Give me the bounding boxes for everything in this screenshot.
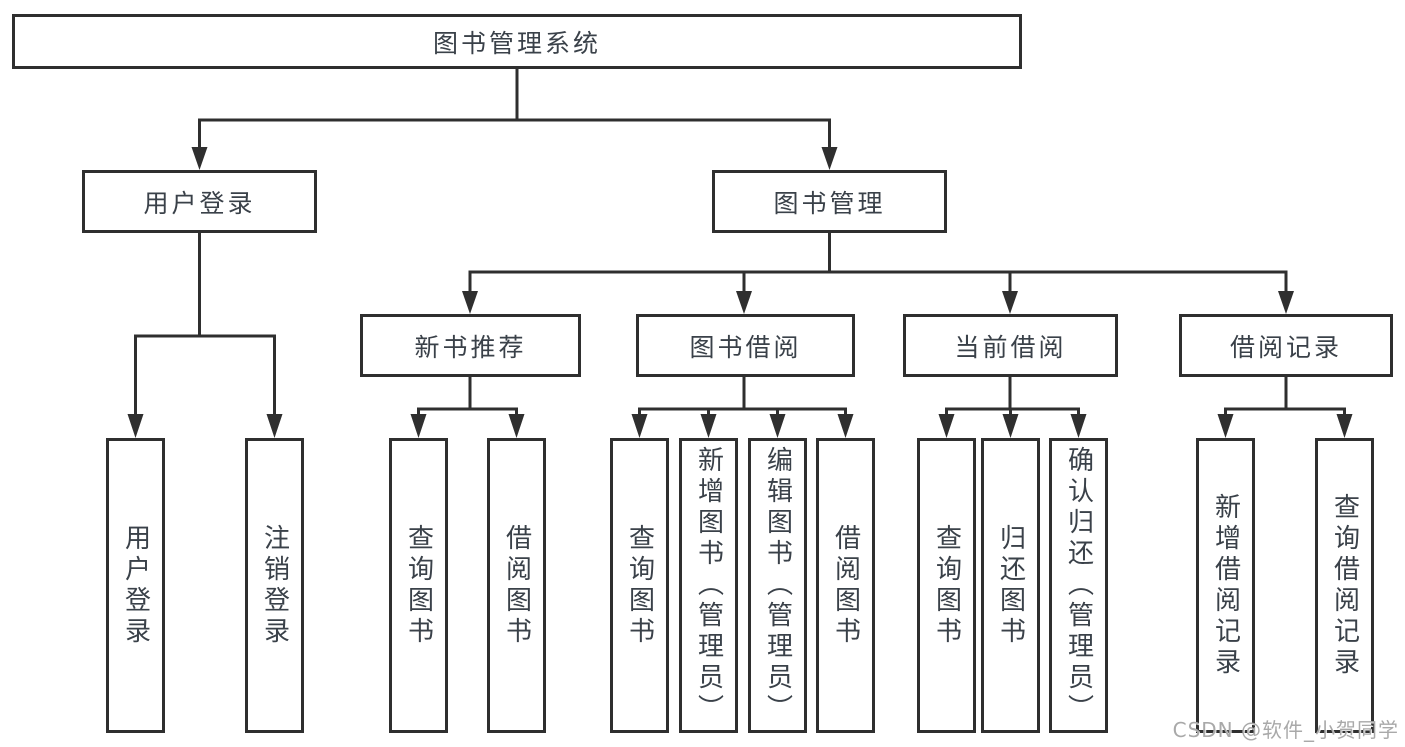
node-add-book-admin: 新增图书（管理员） <box>679 438 738 733</box>
node-user-login: 用户登录 <box>82 170 317 233</box>
arrow-icon <box>769 414 786 438</box>
arrow-icon <box>837 414 854 438</box>
node-confirm-return-admin: 确认归还（管理员） <box>1049 438 1108 733</box>
node-book-borrowing: 图书借阅 <box>636 314 855 377</box>
arrow-icon <box>736 291 752 314</box>
node-return-books: 归还图书 <box>981 438 1040 733</box>
arrow-icon <box>821 147 838 170</box>
node-borrowing-records: 借阅记录 <box>1179 314 1393 377</box>
arrow-icon <box>191 147 208 170</box>
arrow-icon <box>127 414 144 438</box>
node-query-books-recommend: 查询图书 <box>389 438 448 733</box>
node-new-book-recommendation: 新书推荐 <box>360 314 581 377</box>
node-book-management: 图书管理 <box>712 170 947 233</box>
arrow-icon <box>410 414 427 438</box>
arrow-icon <box>1278 291 1294 314</box>
node-current-borrowing: 当前借阅 <box>903 314 1118 377</box>
arrow-icon <box>1217 414 1234 438</box>
arrow-icon <box>700 414 717 438</box>
arrow-icon <box>508 414 525 438</box>
node-query-books-borrow: 查询图书 <box>610 438 669 733</box>
arrow-icon <box>1070 414 1087 438</box>
node-logout: 注销登录 <box>245 438 304 733</box>
node-query-borrow-record: 查询借阅记录 <box>1315 438 1374 733</box>
watermark: CSDN @软件_小贺同学 <box>1172 718 1399 742</box>
arrow-icon <box>462 291 478 314</box>
arrow-icon <box>1002 291 1018 314</box>
node-borrow-books-leaf: 借阅图书 <box>816 438 875 733</box>
arrow-icon <box>631 414 648 438</box>
node-root: 图书管理系统 <box>12 14 1022 69</box>
arrow-icon <box>1002 414 1019 438</box>
node-edit-book-admin: 编辑图书（管理员） <box>748 438 807 733</box>
arrow-icon <box>266 414 283 438</box>
arrow-icon <box>938 414 955 438</box>
arrow-icon <box>1336 414 1353 438</box>
node-user-login-leaf: 用户登录 <box>106 438 165 733</box>
node-borrow-books-recommend: 借阅图书 <box>487 438 546 733</box>
node-query-books-current: 查询图书 <box>917 438 976 733</box>
node-add-borrow-record: 新增借阅记录 <box>1196 438 1255 733</box>
